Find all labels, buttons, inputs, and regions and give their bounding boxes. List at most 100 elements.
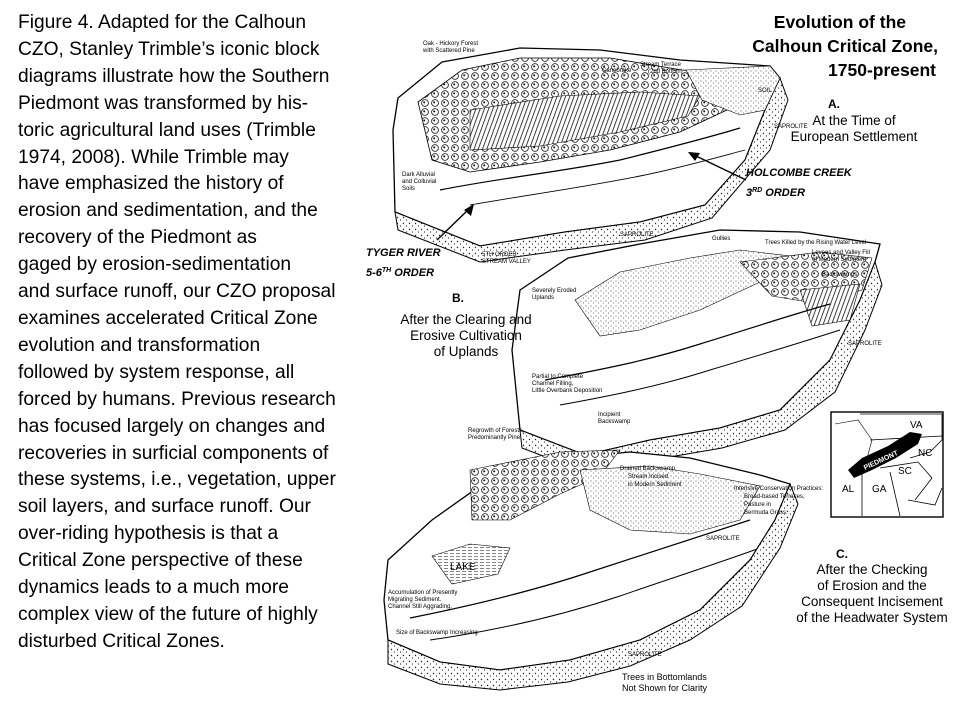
label-valley-1: 5TH ORDER	[482, 252, 517, 258]
caption-line: diagrams illustrate how the Southern	[18, 65, 330, 87]
caption-line: disturbed Critical Zones.	[18, 630, 225, 652]
label-saprolite-c1: SAPROLITE	[706, 536, 740, 542]
caption-line: recoveries in surficial components of	[18, 442, 329, 464]
panel-c-letter: C.	[836, 547, 848, 561]
caption-line: examines accelerated Critical Zone	[18, 307, 318, 329]
panel-c-desc-4: of the Headwater System	[796, 610, 948, 625]
label-eroded-2: Uplands	[532, 295, 554, 301]
caption-line: CZO, Stanley Trimble’s iconic block	[18, 38, 320, 60]
label-conservation-1: Intensive Conservation Practices:	[734, 486, 823, 492]
panel-c-block	[383, 449, 799, 691]
label-partial-2: Channel Filling,	[532, 381, 574, 387]
label-alluvial-2: and Colluvial	[402, 179, 436, 185]
label-saprolite-a2: SAPROLITE	[620, 232, 654, 238]
label-conservation-4: Bermuda Grass.	[744, 510, 788, 516]
caption-line: recovery of the Piedmont as	[18, 227, 257, 249]
holcombe-label-1: HOLCOMBE CREEK	[746, 167, 853, 179]
label-terrace-1: Stream Terrace	[640, 62, 682, 68]
panel-b-letter: B.	[452, 291, 464, 305]
label-drained-1: Drained Backswamp	[620, 466, 676, 472]
panel-a-letter: A.	[828, 97, 840, 111]
caption-line: Figure 4. Adapted for the Calhoun	[18, 12, 307, 33]
caption-line: has focused largely on changes and	[18, 415, 326, 437]
label-canebrake: Canebrake	[602, 68, 632, 74]
caption-line: Critical Zone perspective of these	[18, 550, 303, 572]
label-alluvial-1: Dark Alluvial	[402, 172, 435, 178]
label-backswamp-size: Size of Backswamp Increasing	[396, 630, 478, 636]
label-alluvial-3: Soils	[402, 186, 415, 192]
label-partial-3: Little Overbank Deposition	[532, 388, 602, 394]
caption-line: erosion and sedimentation, and the	[18, 200, 318, 222]
caption-line: soil layers, and surface runoff. Our	[18, 496, 311, 518]
label-conservation-3: Pasture in	[744, 502, 771, 508]
figure-title: Evolution of the Calhoun Critical Zone, …	[638, 10, 938, 82]
label-incipient-1: Incipient	[598, 412, 621, 418]
label-trees-note-1: Trees in Bottomlands	[622, 672, 707, 682]
inset-map: PIEDMONT VA NC SC GA AL	[830, 411, 944, 518]
label-regrowth-2: Predominantly Pine	[468, 435, 521, 441]
caption-line: toric agricultural land uses (Trimble	[18, 119, 316, 141]
label-partial-1: Partial to Complete	[532, 374, 584, 380]
panel-a-labels: Oak - Hickory Forest with Scattered Pine…	[402, 41, 918, 265]
label-trees-killed: Trees Killed by the Rising Water Level	[765, 240, 866, 246]
label-drained-2: Stream Incised	[628, 474, 668, 480]
label-saprolite-c2: SAPROLITE	[628, 652, 662, 658]
callout-tyger: TYGER RIVER 5-6TH ORDER	[366, 204, 474, 279]
label-drained-3: in Modern Sediment	[628, 482, 682, 488]
panel-c-desc-1: After the Checking	[816, 562, 927, 577]
tyger-label-1: TYGER RIVER	[366, 247, 441, 259]
caption-line: complex view of the future of highly	[18, 603, 318, 625]
caption-line: followed by system response, all	[18, 361, 295, 383]
title-line-2: Calhoun Critical Zone,	[752, 36, 938, 56]
map-state-sc: SC	[898, 466, 912, 477]
caption-line: Piedmont was transformed by his-	[18, 92, 309, 114]
caption-line: forced by humans. Previous research	[18, 388, 336, 410]
label-conservation-2: Broad-based Terraces,	[744, 494, 805, 500]
label-regrowth-1: Regrowth of Forests,	[468, 428, 524, 434]
label-soil: SOIL	[758, 88, 772, 94]
caption-line: and surface runoff, our CZO proposal	[18, 281, 336, 303]
panel-b-desc-2: Erosive Cultivation	[410, 328, 522, 343]
panel-a-desc-1: At the Time of	[812, 113, 896, 128]
caption-line: have emphasized the history of	[18, 173, 284, 195]
caption-line: dynamics leads to a much more	[18, 577, 289, 599]
label-levees-1: Levees and Valley Fill	[812, 250, 870, 256]
title-line-3: 1750-present	[828, 60, 936, 80]
label-saprolite-a1: SAPROLITE	[774, 124, 808, 130]
map-state-va: VA	[910, 420, 923, 431]
panel-b-desc-1: After the Clearing and	[400, 312, 531, 327]
caption-line: these systems, i.e., vegetation, upper	[18, 469, 336, 491]
label-backswamps: Backswamps	[822, 272, 857, 278]
label-accum-1: Accumulation of Presently	[388, 590, 457, 596]
label-saprolite-b: SAPROLITE	[848, 341, 882, 347]
label-valley-2: STREAM VALLEY	[482, 259, 531, 265]
map-state-nc: NC	[918, 448, 932, 459]
tyger-label-2: 5-6TH ORDER	[366, 267, 434, 279]
label-lake: LAKE	[450, 562, 476, 573]
panel-b-block	[511, 229, 883, 473]
label-terrace-2: (2nd Bottom)	[648, 69, 683, 75]
panel-c-desc-2: of Erosion and the	[817, 578, 927, 593]
map-state-al: AL	[842, 484, 855, 495]
panel-b-desc-3: of Uplands	[434, 344, 499, 359]
panel-a-desc-2: European Settlement	[791, 129, 918, 144]
panel-b-labels: Gullies Trees Killed by the Rising Water…	[400, 236, 881, 425]
panel-a-block	[392, 47, 789, 263]
label-trees-note-2: Not Shown for Clarity	[622, 683, 708, 693]
label-forest-2: with Scattered Pine	[422, 48, 475, 54]
label-accum-3: Channel Still Aggrading.	[388, 604, 452, 610]
caption-line: evolution and transformation	[18, 334, 261, 356]
label-forest-1: Oak - Hickory Forest	[423, 41, 478, 47]
label-incipient-2: Backswamp	[598, 419, 631, 425]
label-gullies: Gullies	[712, 236, 730, 242]
panel-c-labels: Regrowth of Forests, Predominantly Pine …	[388, 428, 948, 693]
block-diagram-figure: Oak - Hickory Forest with Scattered Pine…	[366, 41, 948, 693]
caption-line: 1974, 2008). While Trimble may	[18, 146, 289, 168]
label-levees-2: of Modern Sediment	[812, 257, 866, 263]
callout-holcombe: HOLCOMBE CREEK 3RD ORDER	[688, 152, 853, 199]
label-accum-2: Migrating Sediment.	[388, 597, 442, 603]
title-line-1: Evolution of the	[773, 12, 906, 32]
figure-caption: Figure 4. Adapted for the Calhoun CZO, S…	[18, 10, 386, 656]
map-state-ga: GA	[872, 484, 887, 495]
holcombe-label-2: 3RD ORDER	[746, 187, 805, 199]
